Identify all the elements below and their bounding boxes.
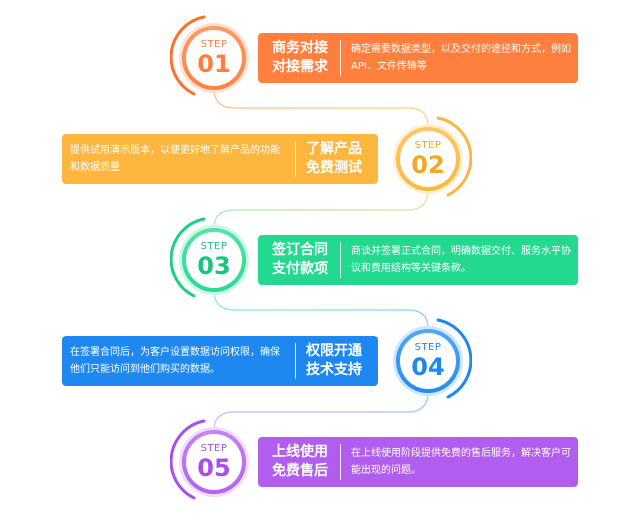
step-5-bar: 上线使用 免费售后 在上线使用阶段提供免费的售后服务，解决客户可能出现的问题。: [258, 437, 578, 487]
step-4-title-line2: 技术支持: [306, 362, 362, 378]
step-5-title-line1: 上线使用: [272, 444, 328, 460]
step-1-label: STEP: [200, 39, 228, 50]
step-1-badge: STEP 01: [170, 14, 258, 102]
step-4-label: STEP: [414, 342, 442, 353]
step-2-divider: [295, 141, 296, 177]
step-2-title-line1: 了解产品: [306, 141, 362, 157]
step-2-badge: STEP 02: [384, 115, 472, 203]
step-2-circle: STEP 02: [400, 131, 456, 187]
step-1-bar: 商务对接 对接需求 确定需要数据类型，以及交付的途径和方式，例如API、文件传输…: [258, 33, 578, 83]
step-5-circle: STEP 05: [186, 434, 242, 490]
step-5-number: 05: [197, 454, 231, 482]
step-3-divider: [340, 242, 341, 278]
step-5-divider: [340, 444, 341, 480]
step-2-bar: 了解产品 免费测试 提供试用演示版本，以便更好地了解产品的功能和数据质量: [62, 134, 378, 184]
step-4-circle: STEP 04: [400, 333, 456, 389]
step-1-title-line1: 商务对接: [272, 40, 328, 56]
step-2-number: 02: [411, 151, 445, 179]
step-3-title: 签订合同 支付款项: [258, 241, 340, 279]
step-5-badge: STEP 05: [170, 418, 258, 506]
connector-1-2: [213, 87, 429, 127]
step-1-circle: STEP 01: [186, 30, 242, 86]
step-2-description: 提供试用演示版本，以便更好地了解产品的功能和数据质量: [70, 145, 280, 173]
step-5-description: 在上线使用阶段提供免费的售后服务，解决客户可能出现的问题。: [351, 448, 571, 476]
step-3-title-line2: 支付款项: [272, 261, 328, 277]
step-4-bar: 权限开通 技术支持 在签署合同后，为客户设置数据访问权限，确保他们只能访问到他们…: [62, 336, 378, 386]
step-5-label: STEP: [200, 443, 228, 454]
step-2-title-line2: 免费测试: [306, 160, 362, 176]
step-5-title: 上线使用 免费售后: [258, 443, 340, 481]
step-4-number: 04: [411, 353, 445, 381]
step-3-bar: 签订合同 支付款项 商谈并签署正式合同，明确数据交付、服务水平协议和费用结构等关…: [258, 235, 578, 285]
step-5-title-line2: 免费售后: [272, 463, 328, 479]
step-3-badge: STEP 03: [170, 216, 258, 304]
step-2-label: STEP: [414, 140, 442, 151]
step-2-title: 了解产品 免费测试: [296, 140, 378, 178]
step-3-number: 03: [197, 252, 231, 280]
step-4-title: 权限开通 技术支持: [296, 342, 378, 380]
step-1-description: 确定需要数据类型，以及交付的途径和方式，例如API、文件传输等: [351, 44, 571, 72]
connector-2-3: [213, 189, 429, 229]
step-4-title-line1: 权限开通: [306, 343, 362, 359]
step-1-title-line2: 对接需求: [272, 59, 328, 75]
step-4-badge: STEP 04: [384, 317, 472, 405]
step-3-title-line1: 签订合同: [272, 242, 328, 258]
step-4-divider: [295, 343, 296, 379]
connector-4-5: [213, 391, 429, 431]
step-1-number: 01: [197, 50, 231, 78]
connector-3-4: [213, 289, 429, 329]
step-1-title: 商务对接 对接需求: [258, 39, 340, 77]
step-3-label: STEP: [200, 241, 228, 252]
step-3-circle: STEP 03: [186, 232, 242, 288]
step-3-description: 商谈并签署正式合同，明确数据交付、服务水平协议和费用结构等关键条款。: [351, 246, 571, 274]
step-4-description: 在签署合同后，为客户设置数据访问权限，确保他们只能访问到他们购买的数据。: [70, 347, 280, 375]
step-1-divider: [340, 40, 341, 76]
